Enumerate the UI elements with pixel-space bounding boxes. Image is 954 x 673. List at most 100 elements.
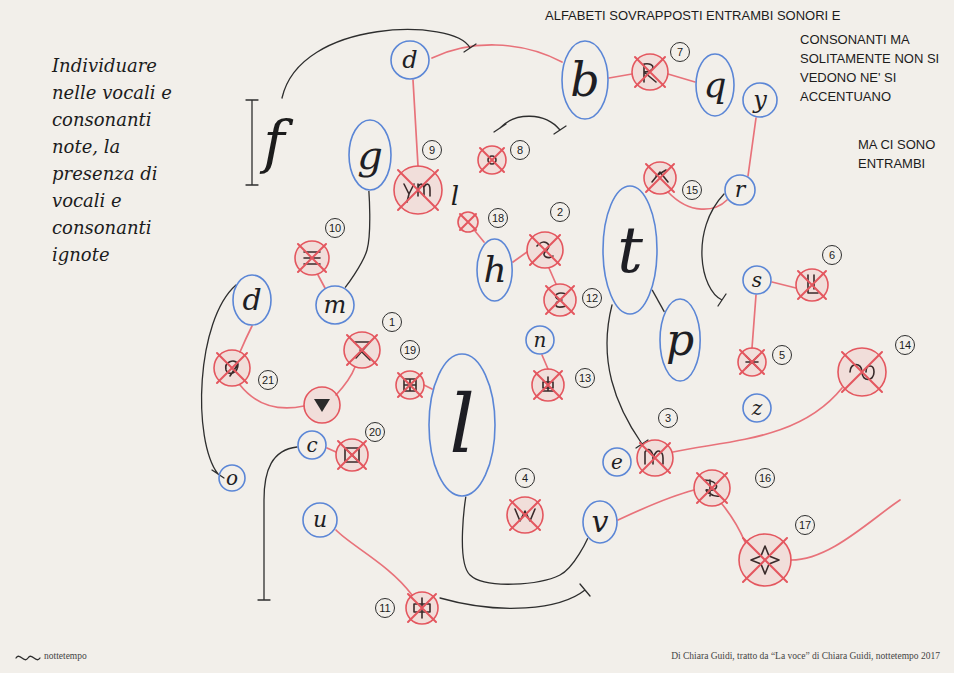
letter-circle: l xyxy=(428,353,496,497)
crossed-glyph xyxy=(637,440,673,476)
label-text: 12 xyxy=(586,293,598,304)
letter-circle: b xyxy=(561,40,609,120)
bracket-line xyxy=(282,30,476,98)
cross-out xyxy=(298,244,326,272)
handwritten-note: Individuare nelle vocali e consonanti no… xyxy=(52,52,192,268)
letter-circle: o xyxy=(218,464,246,492)
callout-number: 5 xyxy=(772,345,792,365)
glyph-ring xyxy=(532,369,564,401)
cross-out xyxy=(510,500,540,530)
callout-number: 1 xyxy=(382,312,402,332)
connector-line xyxy=(462,497,587,585)
glyph-ring xyxy=(644,162,676,194)
label-text: 14 xyxy=(899,340,911,351)
crossed-glyph xyxy=(214,350,250,386)
crossed-glyph xyxy=(507,497,543,533)
blue-ring xyxy=(696,54,734,116)
label-text: 13 xyxy=(579,373,591,384)
letter: b xyxy=(570,57,599,103)
label-text: 18 xyxy=(492,213,504,224)
glyph-ring xyxy=(304,387,340,423)
glyph-ring xyxy=(458,212,478,232)
label-text: 19 xyxy=(404,345,416,356)
glyph-ring xyxy=(637,440,673,476)
triangle-glyph xyxy=(314,399,330,412)
blue-ring xyxy=(603,448,631,476)
bracket-line xyxy=(246,100,258,185)
publisher-logo xyxy=(16,656,40,659)
glyph-ring xyxy=(838,348,886,396)
callout-number: 12 xyxy=(582,288,602,308)
cross-out xyxy=(398,170,438,210)
letter: e xyxy=(611,452,623,472)
cross-out xyxy=(740,350,764,374)
bracket-line xyxy=(258,447,297,600)
red-line xyxy=(475,231,484,242)
callout-number: 21 xyxy=(258,370,278,390)
letter: p xyxy=(666,318,694,362)
blue-ring xyxy=(298,431,326,459)
blue-ring xyxy=(562,41,608,119)
blue-ring xyxy=(303,503,337,537)
label-text: 1 xyxy=(389,317,395,328)
blue-ring xyxy=(391,41,429,79)
glyph-ring xyxy=(295,241,329,275)
letter-circle: u xyxy=(302,502,338,538)
crossed-glyph xyxy=(406,592,438,624)
letter: y xyxy=(753,88,767,112)
letter: h xyxy=(483,252,506,288)
blue-ring xyxy=(743,394,771,422)
cross-out xyxy=(646,164,674,192)
letter: u xyxy=(313,509,327,531)
callout-number: 14 xyxy=(895,335,915,355)
callout-number: 19 xyxy=(400,340,420,360)
glyph-ring xyxy=(796,269,828,301)
callout-number: 3 xyxy=(658,408,678,428)
letter: r xyxy=(735,179,746,201)
cross-out xyxy=(347,335,377,365)
red-line xyxy=(618,490,694,520)
label-text: f xyxy=(263,113,284,171)
crossed-glyph xyxy=(527,232,563,268)
glyph-ring xyxy=(632,54,668,90)
glyph-ring xyxy=(344,332,380,368)
letter: s xyxy=(752,270,762,290)
crossed-glyph xyxy=(478,146,506,174)
label-text: 20 xyxy=(369,427,381,438)
handwritten-note: ALFABETI SOVRAPPOSTI ENTRAMBI SONORI E xyxy=(545,6,840,25)
letter-circle: t xyxy=(602,185,658,315)
cross-out xyxy=(530,235,560,265)
blue-ring xyxy=(725,175,755,205)
glyph-ring xyxy=(694,470,730,506)
blue-ring xyxy=(349,120,391,190)
bracket-line xyxy=(702,194,726,306)
cross-out xyxy=(640,443,670,473)
red-line xyxy=(336,530,412,595)
label-text: 5 xyxy=(779,350,785,361)
crossed-glyph xyxy=(295,241,329,275)
crossed-glyph xyxy=(838,348,886,396)
crossed-glyph xyxy=(532,369,564,401)
callout-number: 9 xyxy=(422,140,442,160)
red-line xyxy=(668,74,695,82)
letter-circle: d xyxy=(390,40,430,80)
cross-out xyxy=(338,441,366,469)
crossed-glyph xyxy=(458,212,478,232)
crossed-glyph xyxy=(304,387,340,423)
crossed-glyph xyxy=(739,534,791,586)
crossed-glyph xyxy=(394,166,442,214)
label-text: 21 xyxy=(262,375,274,386)
letter-circle: p xyxy=(659,298,701,382)
letter: z xyxy=(752,398,763,418)
glyph-ring xyxy=(394,166,442,214)
letter: t xyxy=(617,218,643,282)
label-text: Individuare nelle vocali e consonanti no… xyxy=(52,52,192,268)
blue-ring xyxy=(660,299,700,381)
label-text: 7 xyxy=(677,47,683,58)
label-text: 9 xyxy=(429,145,435,156)
label-text: CONSONANTI MA SOLITAMENTE NON SI VEDONO … xyxy=(800,30,940,106)
cross-out xyxy=(398,373,422,397)
blue-ring xyxy=(219,465,245,491)
red-line xyxy=(327,448,336,452)
letter-circle: m xyxy=(315,285,355,325)
